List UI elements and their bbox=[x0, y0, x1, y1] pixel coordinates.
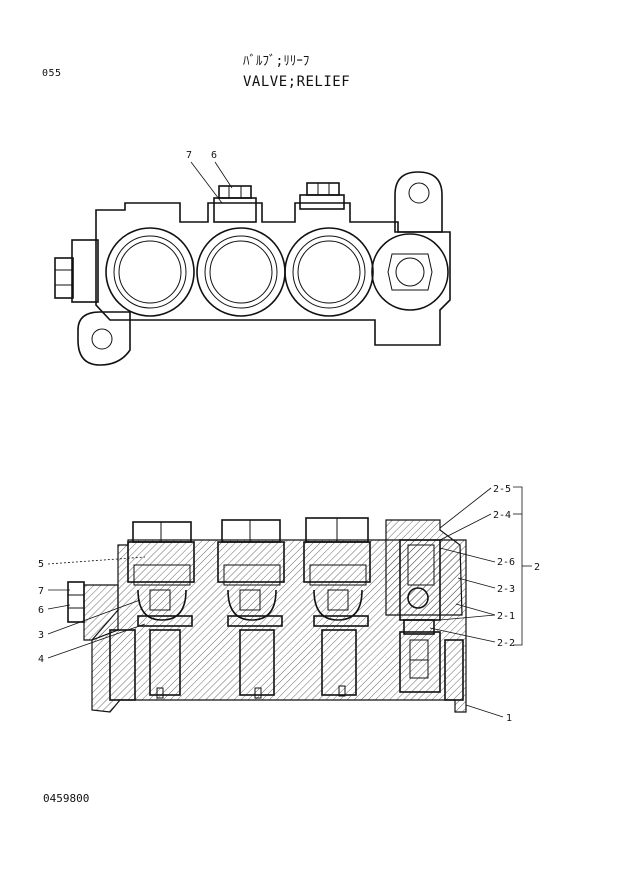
callout-5: 5 bbox=[38, 559, 44, 570]
title-japanese: ﾊﾞﾙﾌﾞ;ﾘﾘｰﾌ bbox=[243, 54, 310, 69]
callout-2-6: 2-6 bbox=[497, 557, 515, 568]
callout-6-top: 6 bbox=[211, 150, 217, 161]
callout-2-5: 2-5 bbox=[493, 484, 511, 495]
bore-2 bbox=[196, 227, 286, 317]
valve-section-view: 5 7 6 3 4 2-5 2-4 2-6 2-3 2-1 2-2 1 2 bbox=[38, 484, 540, 724]
callout-4: 4 bbox=[38, 654, 44, 665]
callout-6: 6 bbox=[38, 605, 44, 616]
callout-2-1: 2-1 bbox=[497, 611, 515, 622]
document-code: 0459800 bbox=[43, 792, 90, 805]
callout-7-top: 7 bbox=[186, 150, 192, 161]
page-number: 055 bbox=[42, 68, 62, 79]
callout-2-4: 2-4 bbox=[493, 510, 511, 521]
relief-valve-cartridge bbox=[399, 539, 441, 679]
callout-1: 1 bbox=[506, 713, 512, 724]
callout-2-2: 2-2 bbox=[497, 638, 515, 649]
bore-1 bbox=[105, 227, 195, 317]
valve-cap-2 bbox=[217, 519, 285, 627]
title-english: VALVE;RELIEF bbox=[243, 74, 351, 90]
valve-cap-1 bbox=[127, 521, 195, 627]
callout-2-3: 2-3 bbox=[497, 584, 515, 595]
callout-3: 3 bbox=[38, 630, 44, 641]
callout-group-2: 2 bbox=[534, 562, 540, 573]
bore-4 bbox=[371, 233, 449, 311]
bore-3 bbox=[284, 227, 374, 317]
valve-cap-3 bbox=[303, 517, 371, 627]
callout-7: 7 bbox=[38, 586, 44, 597]
valve-top-view: 7 6 bbox=[54, 150, 451, 366]
